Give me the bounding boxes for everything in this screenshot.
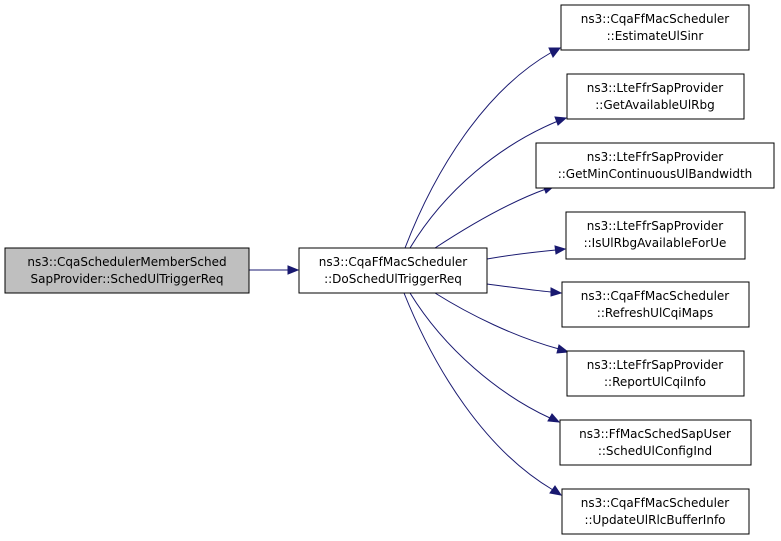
edge-mid-to-estimateulsinr: [404, 47, 562, 249]
node-isulrbgavailableforue[interactable]: ns3::LteFfrSapProvider ::IsUlRbgAvailabl…: [565, 211, 746, 260]
node-root-line2: SapProvider::SchedUlTriggerReq: [31, 272, 224, 286]
node-t6-line1: ns3::FfMacSchedSapUser: [579, 427, 731, 441]
edge-mid-to-isulrbgavailableforue: [486, 245, 567, 260]
edge-mid-to-reportulcqiinfo: [434, 292, 570, 354]
node-t6-line2: ::SchedUlConfigInd: [598, 444, 712, 458]
node-t4-line2: ::RefreshUlCqiMaps: [597, 306, 713, 320]
node-t5-line2: ::ReportUlCqiInfo: [604, 375, 706, 389]
node-t2-line2: ::GetMinContinuousUlBandwidth: [558, 167, 753, 181]
node-updateulrlcbufferinfo[interactable]: ns3::CqaFfMacScheduler ::UpdateUlRlcBuff…: [561, 488, 750, 535]
edge-root-to-mid: [249, 265, 300, 275]
node-t3-line2: ::IsUlRbgAvailableForUe: [584, 236, 727, 250]
node-estimateulsinr[interactable]: ns3::CqaFfMacScheduler ::EstimateUlSinr: [560, 4, 750, 51]
node-t4-line1: ns3::CqaFfMacScheduler: [581, 289, 730, 303]
node-getmincontinuousulbandwidth[interactable]: ns3::LteFfrSapProvider ::GetMinContinuou…: [535, 142, 775, 189]
edge-mid-to-refreshulcqimaps: [486, 283, 563, 297]
node-t0-line2: ::EstimateUlSinr: [607, 29, 704, 43]
node-getavailableulrbg[interactable]: ns3::LteFfrSapProvider ::GetAvailableUlR…: [566, 73, 745, 120]
node-mid-line1: ns3::CqaFfMacScheduler: [319, 255, 468, 269]
node-t7-line2: ::UpdateUlRlcBufferInfo: [584, 513, 725, 527]
node-schedulconfigind[interactable]: ns3::FfMacSchedSapUser ::SchedUlConfigIn…: [559, 419, 752, 466]
node-reportulcqiinfo[interactable]: ns3::LteFfrSapProvider ::ReportUlCqiInfo: [566, 350, 745, 397]
edge-mid-to-updateulrlcbufferinfo: [403, 292, 563, 496]
node-t1-line2: ::GetAvailableUlRbg: [595, 98, 714, 112]
node-doschedultriggerreq[interactable]: ns3::CqaFfMacScheduler ::DoSchedUlTrigge…: [298, 247, 488, 294]
edge-mid-to-getmincontinuousulbandwidth: [434, 184, 556, 249]
node-t3-line1: ns3::LteFfrSapProvider: [587, 219, 723, 233]
node-t0-line1: ns3::CqaFfMacScheduler: [581, 12, 730, 26]
node-refreshulcqimaps[interactable]: ns3::CqaFfMacScheduler ::RefreshUlCqiMap…: [561, 281, 750, 328]
edge-mid-to-schedulconfigind: [409, 292, 561, 423]
node-mid-line2: ::DoSchedUlTriggerReq: [324, 272, 462, 286]
node-root-schedultriggerreq[interactable]: ns3::CqaSchedulerMemberSched SapProvider…: [4, 247, 250, 294]
edge-mid-to-getavailableulrbg: [409, 116, 568, 249]
node-root-line1: ns3::CqaSchedulerMemberSched: [27, 255, 226, 269]
node-t5-line1: ns3::LteFfrSapProvider: [587, 358, 723, 372]
node-t1-line1: ns3::LteFfrSapProvider: [587, 81, 723, 95]
node-t2-line1: ns3::LteFfrSapProvider: [587, 150, 723, 164]
node-t7-line1: ns3::CqaFfMacScheduler: [581, 496, 730, 510]
